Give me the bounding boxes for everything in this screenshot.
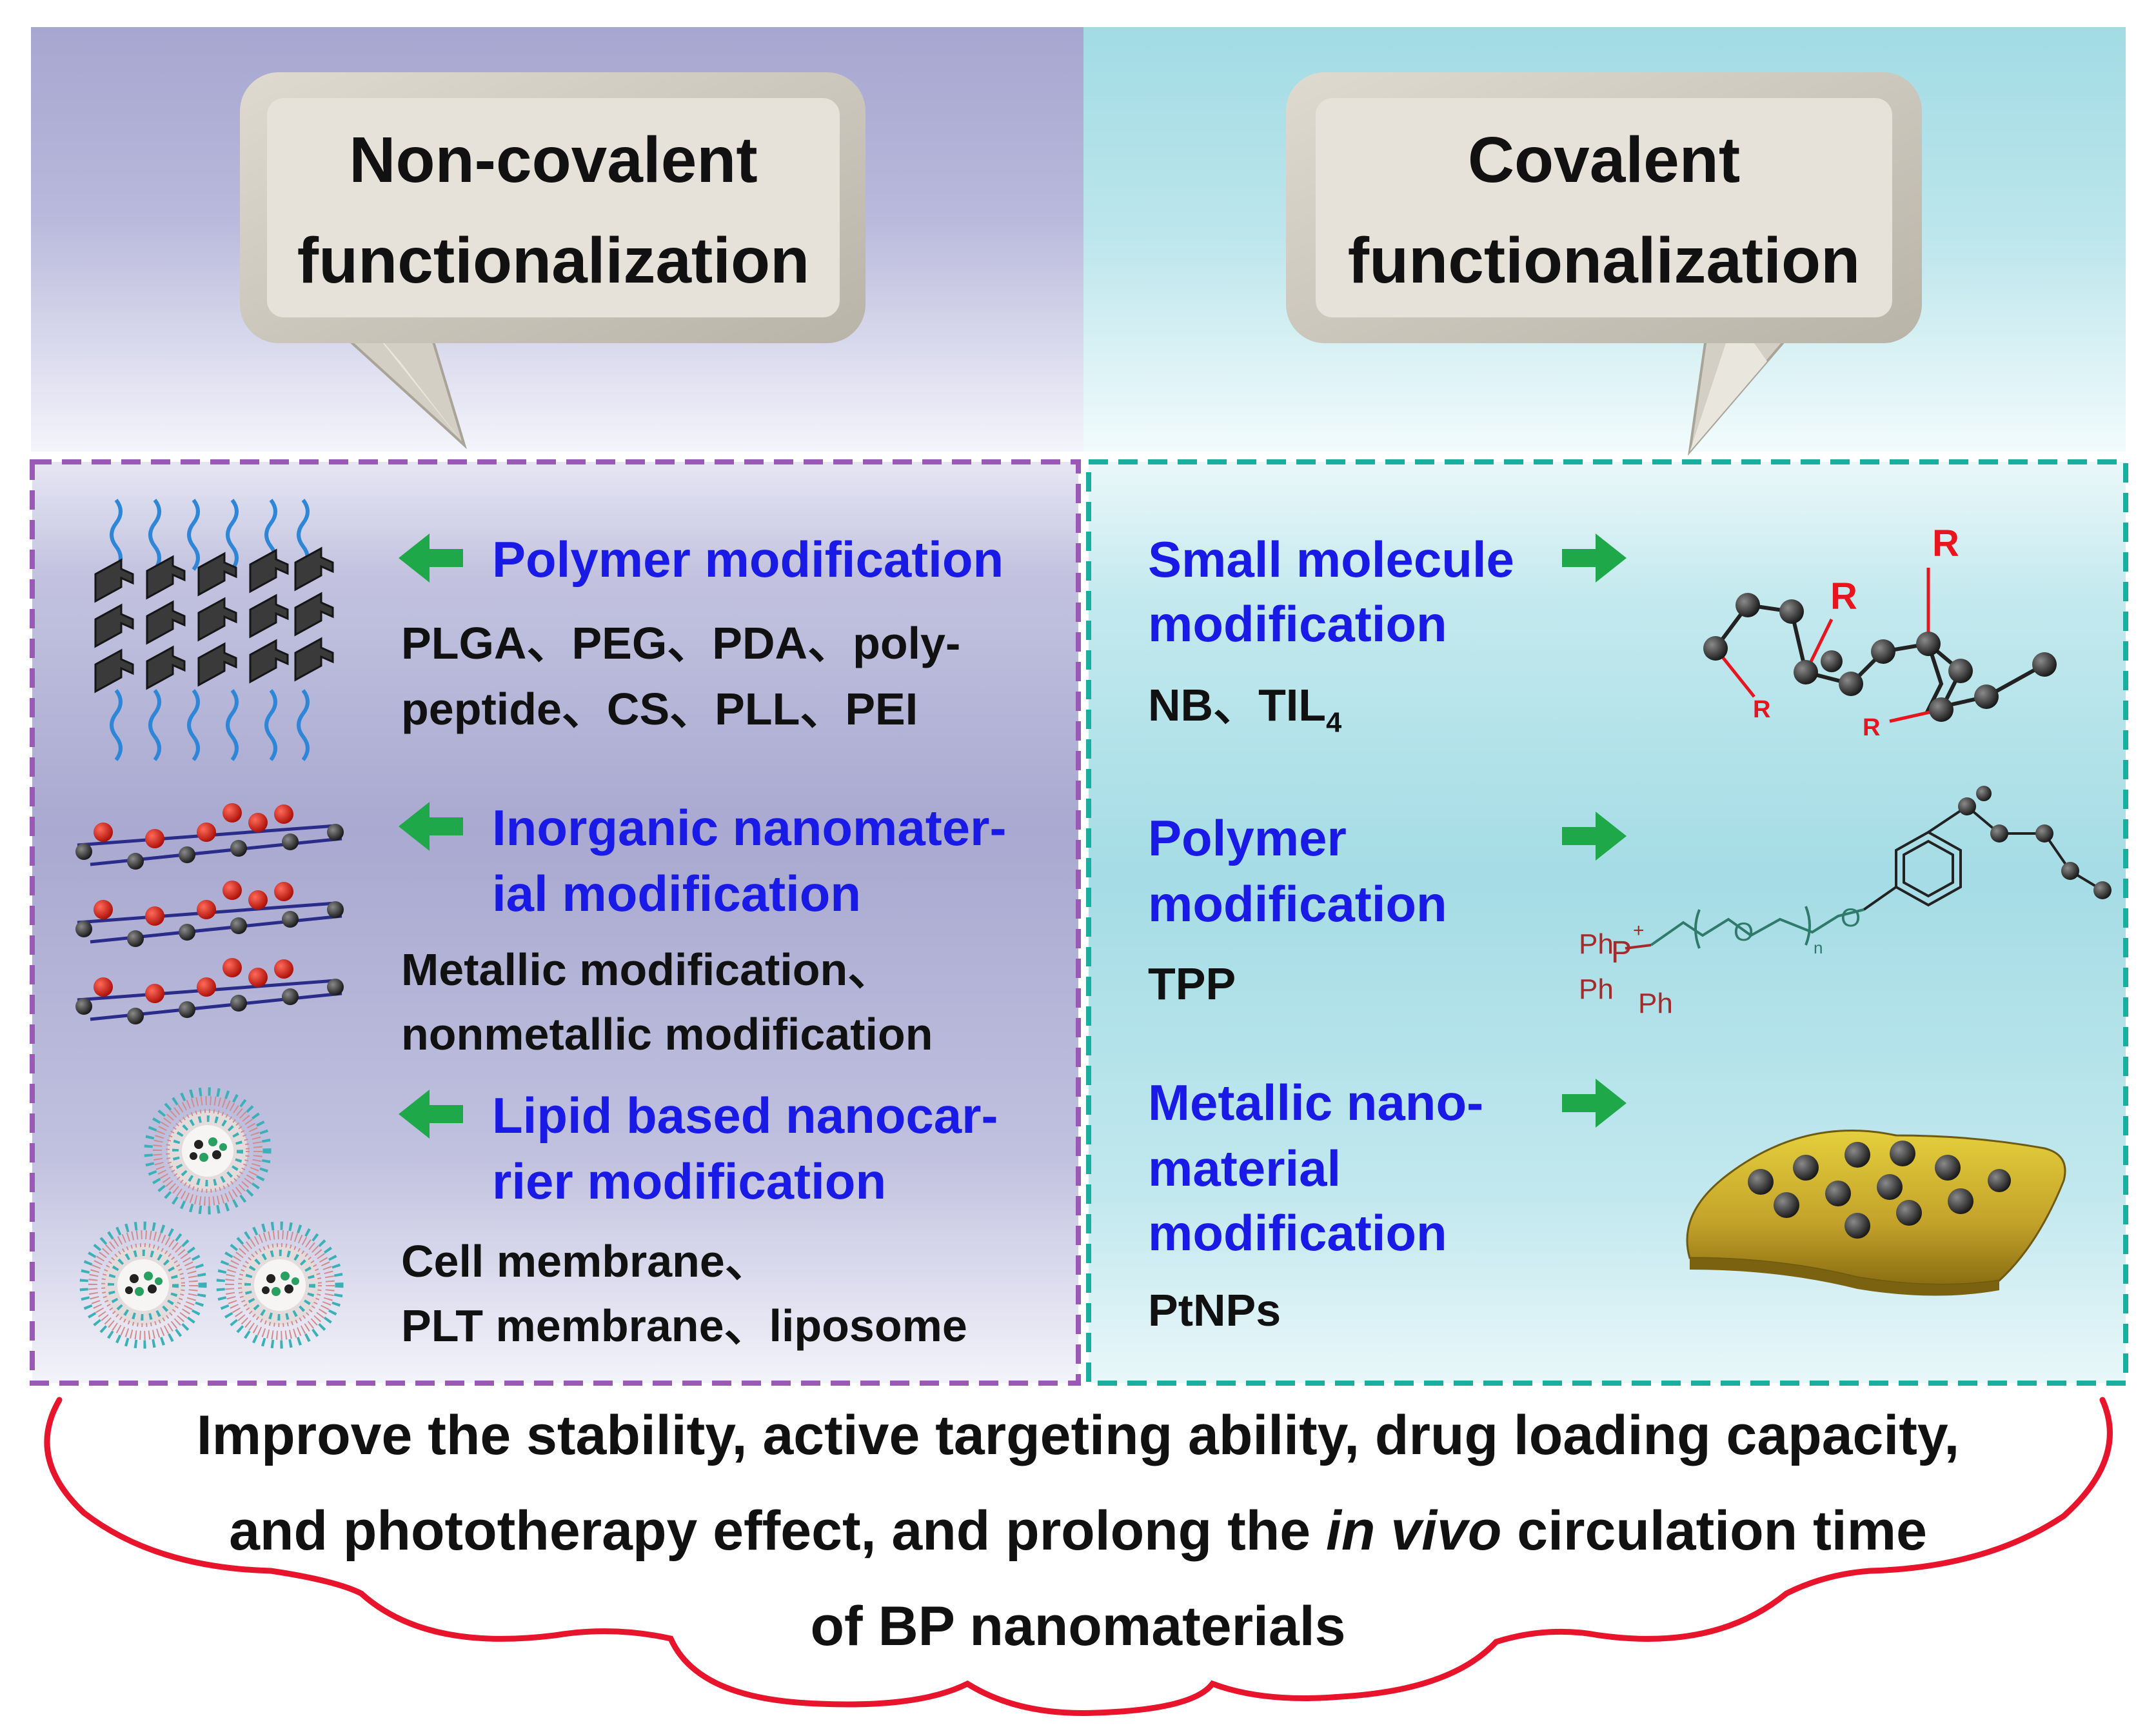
left-bubble-title-line2: functionalization [297,224,810,297]
tpp-polymer-structure: O O n P Ph Ph Ph + [1579,786,2111,1019]
right-item2-heading-line2: modification [1148,875,1447,932]
right-item1-heading-line2: modification [1148,595,1447,652]
r-label-1: R [1932,523,1959,564]
right-bubble-title-line2: functionalization [1347,224,1861,297]
left-item2-heading-line2: ial modification [492,865,862,922]
bp-polymer-illustration [94,499,334,761]
right-speech-bubble [1286,72,1922,456]
phenyl-label-3: Ph [1638,988,1673,1019]
r-label-2: R [1830,575,1857,617]
bp-inorganic-illustration [75,803,344,1024]
phosphorus-label: P [1611,935,1632,970]
r-label-3: R [1753,696,1770,723]
bottom-text-in-vivo: in vivo [1326,1500,1502,1562]
left-panel-border [30,459,1081,1386]
right-item1-detail-subscript: 4 [1326,707,1342,739]
left-bubble-title: Non-covalent functionalization [267,110,840,311]
right-item3-heading-line1: Metallic nano- [1148,1074,1484,1131]
r-label-4: R [1863,714,1880,741]
left-item2-detail-line2: nonmetallic modification [401,1009,933,1059]
bottom-text-line3: of BP nanomaterials [810,1595,1346,1657]
bottom-text-line1: Improve the stability, active targeting … [196,1404,1960,1466]
plus-charge: + [1633,920,1645,941]
bottom-text-line2: and phototherapy effect, and prolong the… [0,1482,2156,1579]
metallic-nanosheet-illustration [1686,1130,2066,1296]
right-bubble-title: Covalent functionalization [1316,110,1892,311]
left-item2-heading-line1: Inorganic nanomater- [492,799,1007,856]
left-item3-detail-line2: PLT membrane、liposome [401,1301,967,1351]
small-molecule-structure: R R R R [1703,523,2057,741]
right-item3-heading-line2: material [1148,1140,1341,1197]
phenyl-label-2: Ph [1579,973,1614,1005]
repeat-n-label: n [1814,938,1823,957]
left-speech-bubble [240,72,865,450]
oxygen-label-2: O [1841,904,1861,932]
left-item3-heading-line2: rier modification [492,1153,887,1210]
right-item1-heading-line1: Small molecule [1148,531,1514,588]
right-panel-border [1086,459,2128,1386]
left-item1-detail-line2: peptide、CS、PLL、PEI [401,684,918,734]
right-item2-detail: TPP [1148,959,1236,1009]
right-item2-heading-line1: Polymer [1148,810,1347,866]
left-item3-detail-line1: Cell membrane、 [401,1236,770,1286]
left-item2-detail-line1: Metallic modification、 [401,944,893,995]
oxygen-label-1: O [1734,918,1754,946]
bottom-text-line2-part1: and phototherapy effect, and prolong the [229,1500,1326,1562]
right-bubble-title-line1: Covalent [1467,124,1741,196]
right-item3-heading-line3: modification [1148,1204,1447,1261]
right-item1-detail-main: NB、TIL [1148,680,1327,730]
phenyl-label-1: Ph [1579,928,1614,960]
left-item1-heading: Polymer modification [492,531,1004,588]
left-item1-detail-line1: PLGA、PEG、PDA、poly- [401,618,961,668]
bottom-text-line2-part2: circulation time [1501,1500,1927,1562]
left-item3-heading-line1: Lipid based nanocar- [492,1087,998,1144]
right-item3-detail: PtNPs [1148,1285,1281,1335]
left-bubble-title-line1: Non-covalent [349,124,758,196]
bottom-cloud [44,1397,2113,1716]
right-item1-detail: NB、TIL4 [1148,672,1341,755]
